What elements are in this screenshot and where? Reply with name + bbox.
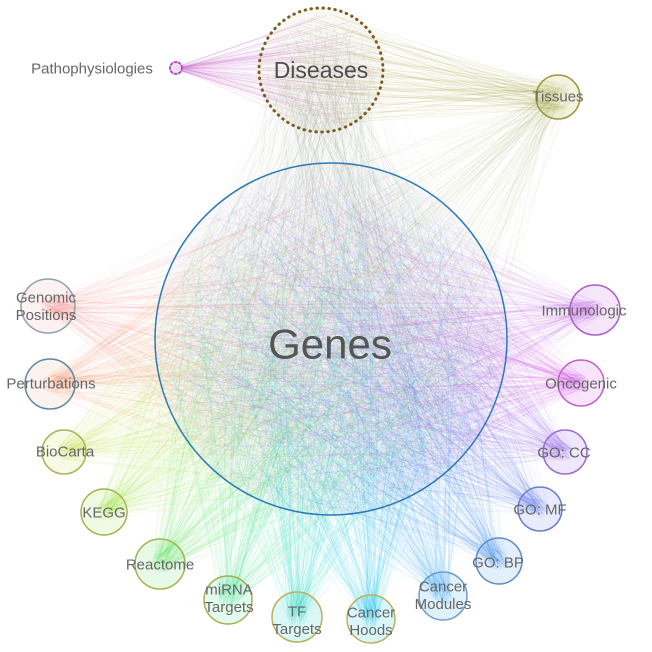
node-reactome[interactable] xyxy=(134,538,186,590)
node-tf_targets[interactable] xyxy=(271,591,323,643)
node-genes[interactable] xyxy=(154,162,508,516)
edges-go_cc-genes xyxy=(161,173,574,505)
node-go_bp[interactable] xyxy=(475,537,523,585)
edges-tissues-genes xyxy=(166,84,571,497)
node-kegg[interactable] xyxy=(80,488,128,536)
edges-pathophysiologies-diseases xyxy=(173,14,378,124)
node-genomic_positions[interactable] xyxy=(20,278,76,334)
edges-cancer_hoods-genes xyxy=(177,172,500,628)
node-diseases[interactable] xyxy=(257,6,385,134)
edges-mirna_targets-genes xyxy=(162,174,500,610)
edges-tissues-diseases xyxy=(269,13,573,125)
edges-immunologic-genes xyxy=(167,187,605,496)
nodes xyxy=(20,6,621,644)
node-label-pathophysiologies: Pathophysiologies xyxy=(31,60,153,77)
node-oncogenic[interactable] xyxy=(557,359,605,407)
edge-bundles xyxy=(37,13,605,628)
node-tissues[interactable] xyxy=(535,74,581,120)
edges-kegg-genes xyxy=(94,176,495,521)
edges-reactome-genes xyxy=(150,172,493,574)
edges-perturbations-genes xyxy=(40,168,494,502)
edges-diseases-genes xyxy=(160,15,493,507)
edges-tf_targets-genes xyxy=(166,174,500,627)
node-cancer_modules[interactable] xyxy=(418,571,468,621)
edges-go_mf-genes xyxy=(163,174,549,518)
node-perturbations[interactable] xyxy=(24,358,76,410)
edges-go_bp-genes xyxy=(160,168,508,571)
node-biocarta[interactable] xyxy=(41,429,87,475)
node-go_cc[interactable] xyxy=(542,429,588,475)
edges-genes-genes xyxy=(161,175,502,509)
node-mirna_targets[interactable] xyxy=(203,575,253,625)
node-go_mf[interactable] xyxy=(517,486,563,532)
node-pathophysiologies[interactable] xyxy=(169,61,183,75)
edges-biocarta-genes xyxy=(55,178,490,492)
node-cancer_hoods[interactable] xyxy=(346,594,396,644)
edges-genomic_positions-genes xyxy=(37,176,488,504)
node-immunologic[interactable] xyxy=(569,284,621,336)
